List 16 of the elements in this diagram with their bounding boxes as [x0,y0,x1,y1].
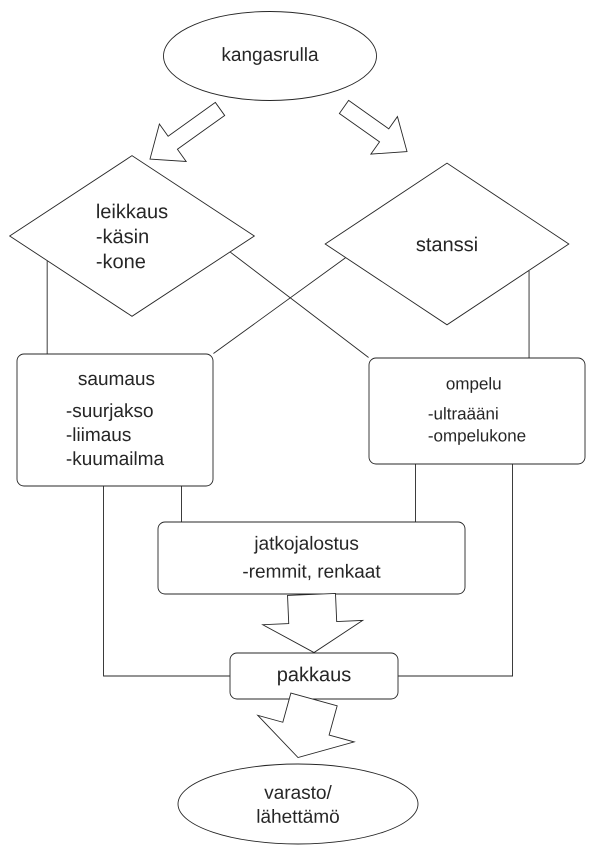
connector-line [528,270,530,358]
connector-line [103,486,230,676]
connector-line [181,486,182,522]
process-box: ompelu -ultraääni -ompelukone [368,358,586,464]
process-box: pakkaus [230,652,398,700]
connector-line [415,464,416,522]
connector-line [230,252,369,358]
process-box: saumaus -suurjakso -liimaus -kuumailma [16,354,214,486]
block-arrow [261,592,364,654]
connector-line [46,260,48,354]
block-arrow [338,100,408,155]
block-arrow [256,692,356,758]
block-arrow [149,102,226,162]
connector-line [398,464,513,676]
process-box: jatkojalostus -remmit, renkaat [158,522,466,594]
connector-line [213,257,346,354]
